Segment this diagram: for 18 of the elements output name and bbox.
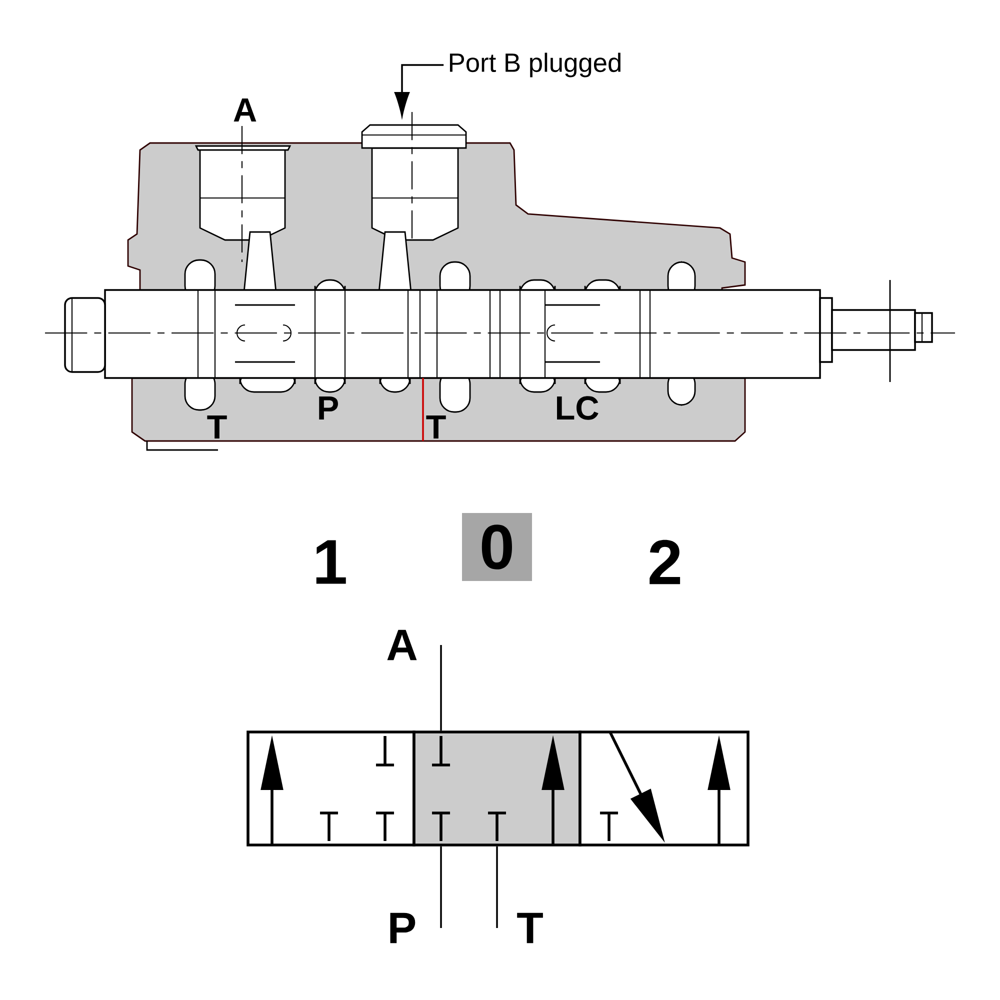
valve-envelope bbox=[246, 730, 416, 846]
part-label: T bbox=[426, 416, 446, 438]
position-number: 0 bbox=[462, 513, 532, 581]
port-line bbox=[496, 846, 498, 928]
position-number: 2 bbox=[650, 540, 680, 584]
port-line bbox=[440, 645, 442, 731]
port-note: Port B plugged bbox=[450, 52, 620, 78]
valve-envelope bbox=[578, 730, 750, 846]
part-label: T bbox=[207, 416, 227, 438]
port-label: A bbox=[387, 630, 417, 660]
port-label: P bbox=[390, 912, 416, 944]
port-line bbox=[440, 846, 442, 928]
part-label: A bbox=[234, 98, 256, 122]
part-label: LC bbox=[557, 396, 598, 420]
port-label: T bbox=[517, 912, 543, 944]
position-number: 1 bbox=[316, 540, 346, 584]
part-label: P bbox=[319, 396, 338, 420]
valve-envelope bbox=[412, 730, 582, 846]
